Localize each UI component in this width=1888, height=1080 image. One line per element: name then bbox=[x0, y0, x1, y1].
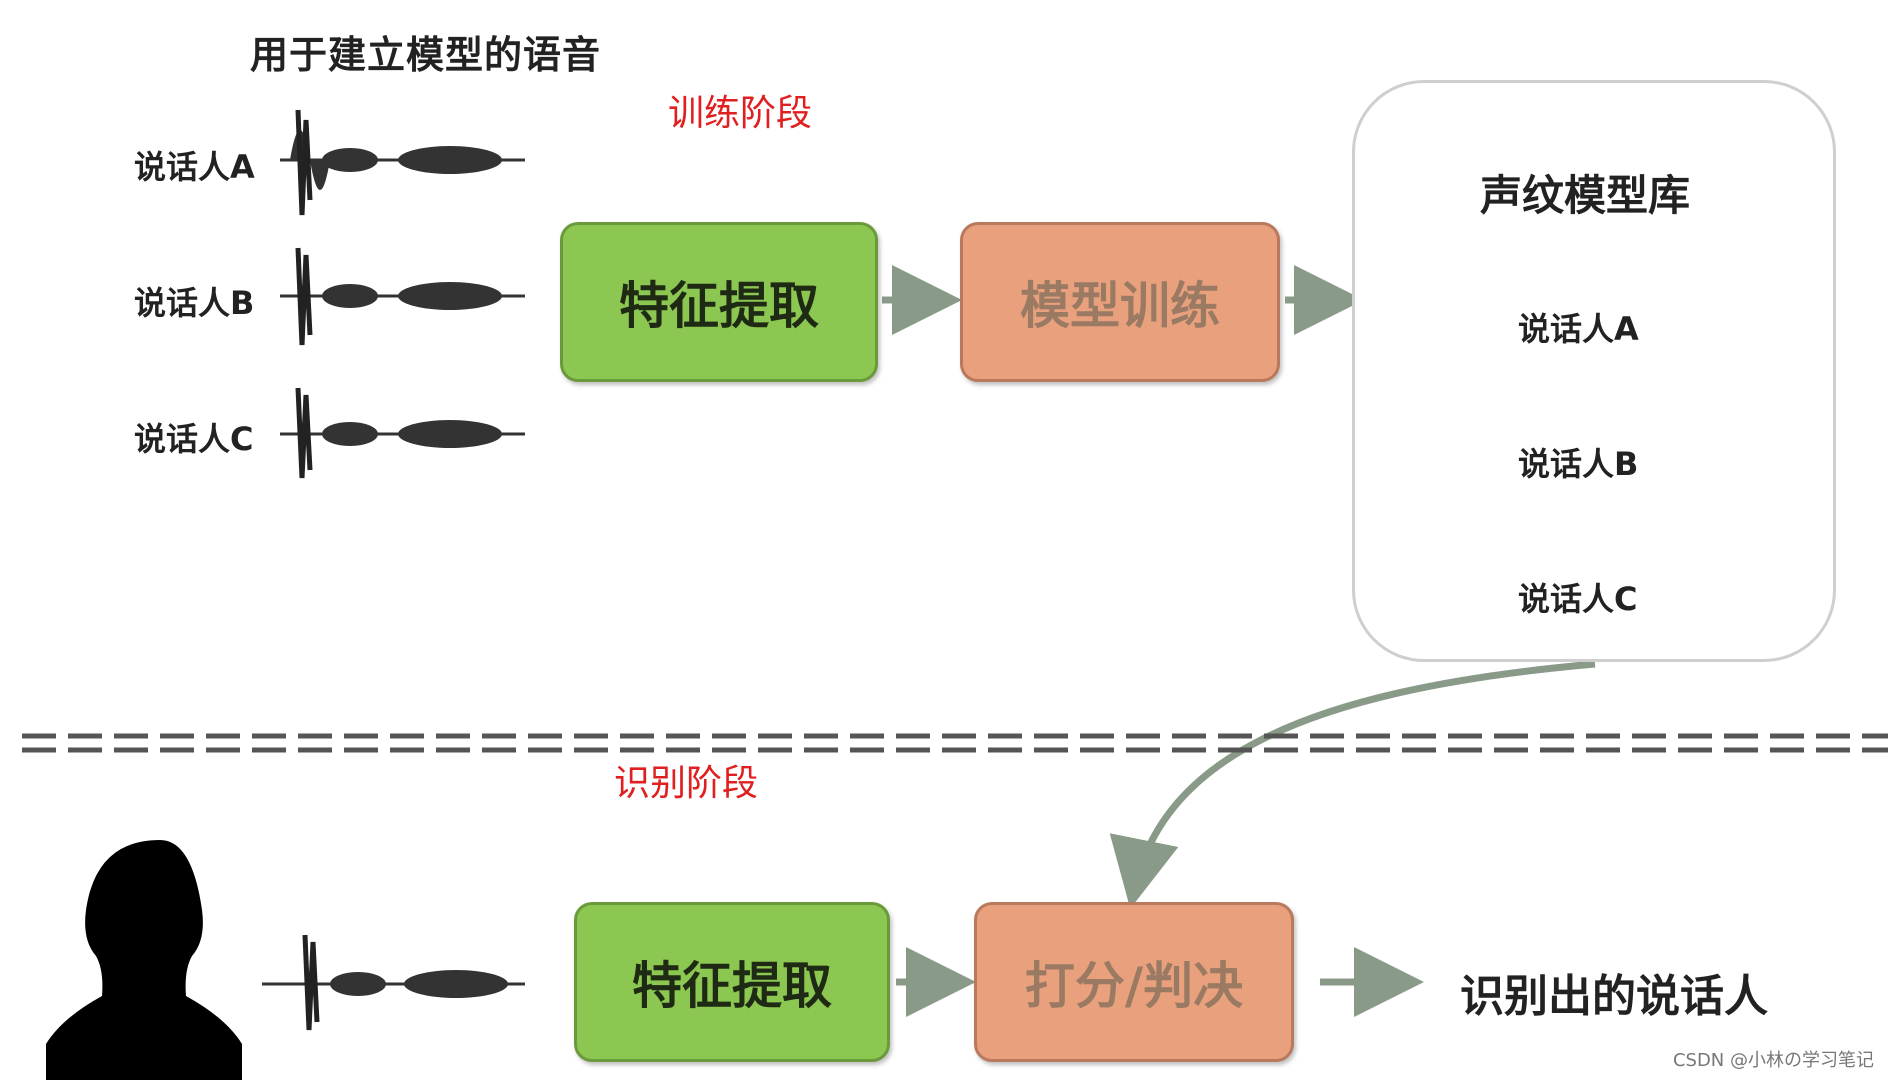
phase-separator bbox=[22, 733, 1888, 753]
library-model-b: 说话人B bbox=[1518, 445, 1639, 483]
training-speaker-a: 说话人A bbox=[134, 148, 255, 186]
watermark: CSDN @小林の学习笔记 bbox=[1672, 1050, 1874, 1071]
waveform-speaker-b bbox=[280, 247, 525, 346]
model-library-panel bbox=[1352, 80, 1836, 662]
phase-label-training: 训练阶段 bbox=[668, 93, 813, 134]
feature-extraction-box-recognition: 特征提取 bbox=[574, 902, 890, 1062]
feature-extraction-box-training: 特征提取 bbox=[560, 222, 878, 382]
library-model-c: 说话人C bbox=[1518, 580, 1638, 618]
library-model-a: 说话人A bbox=[1518, 310, 1639, 348]
waveform-speaker-c bbox=[280, 387, 525, 479]
waveform-unknown-speaker bbox=[262, 934, 525, 1031]
diagram-title: 用于建立模型的语音 bbox=[250, 33, 602, 77]
recognized-speaker-label: 识别出的说话人 bbox=[1460, 971, 1768, 1022]
training-speaker-c: 说话人C bbox=[134, 420, 254, 458]
training-speaker-b: 说话人B bbox=[134, 284, 255, 322]
arrow-library-to-scoring bbox=[1109, 660, 1596, 909]
waveform-speaker-a bbox=[280, 109, 525, 216]
phase-label-recognition: 识别阶段 bbox=[614, 763, 759, 804]
model-library-title: 声纹模型库 bbox=[1480, 171, 1691, 220]
scoring-decision-box: 打分/判决 bbox=[974, 902, 1294, 1062]
unknown-speaker-silhouette bbox=[46, 840, 242, 1080]
model-training-box: 模型训练 bbox=[960, 222, 1280, 382]
